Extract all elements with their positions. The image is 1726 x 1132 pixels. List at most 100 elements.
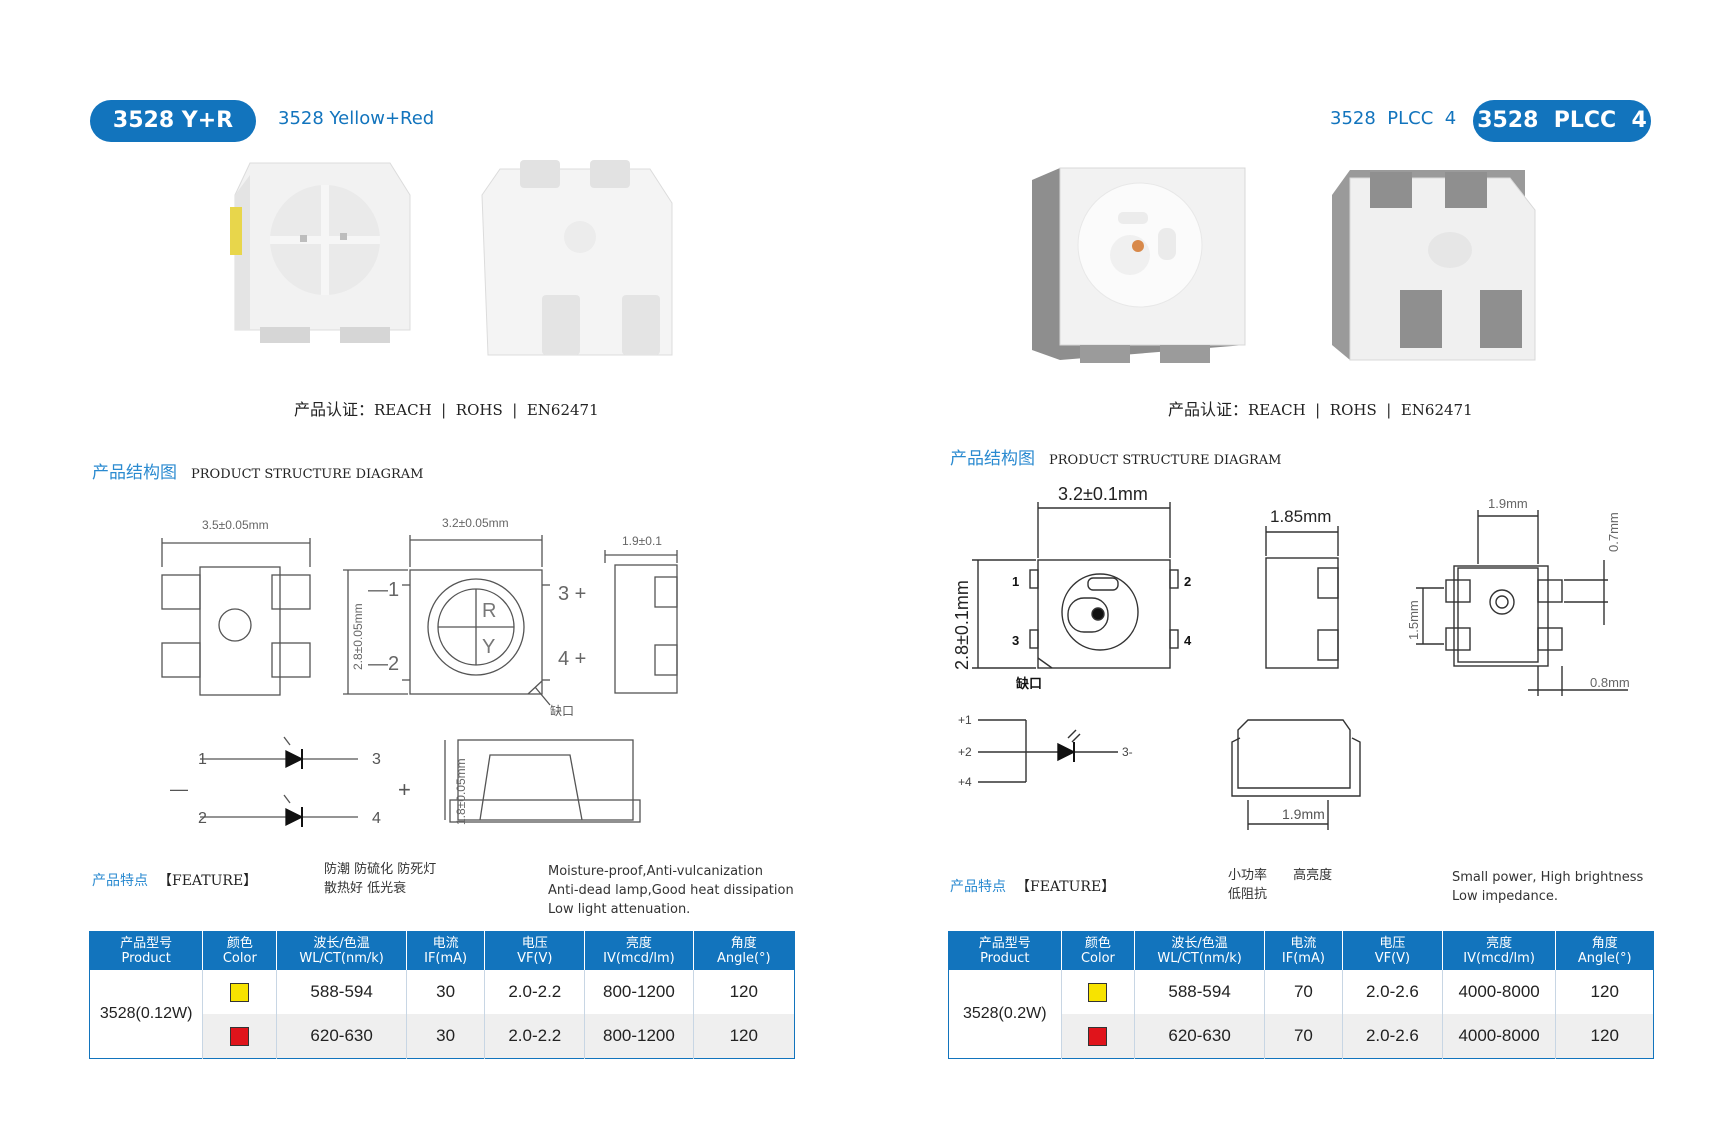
feature-en-line: Low impedance. [1452, 889, 1558, 904]
certification-right: 产品认证：REACH | ROHS | EN62471 [1168, 396, 1473, 420]
pin-label-4: 4 [1184, 633, 1192, 648]
feature-cn-item: 低阻抗 [1228, 887, 1268, 902]
dim-width: 3.2±0.1mm [1058, 484, 1148, 504]
circuit-minus: — [170, 779, 188, 799]
feature-cn-item: 小功率 [1228, 868, 1268, 883]
dim-height: 2.8±0.1mm [952, 580, 972, 670]
feature-title-cn: 产品特点 [92, 873, 148, 889]
color-swatch-yellow [1088, 983, 1108, 1002]
voltage-cell: 2.0-2.2 [484, 1014, 585, 1059]
model-cell: 3528(0.12W) [89, 970, 203, 1059]
feature-en-line: Anti-dead lamp,Good heat dissipation [548, 883, 794, 898]
table-row: 620-630 30 2.0-2.2 800-1200 120 [90, 1014, 795, 1059]
color-swatch-red [1088, 1027, 1108, 1046]
current-cell: 70 [1263, 970, 1343, 1014]
color-swatch-red [230, 1027, 250, 1046]
cert-label: 产品认证： [1168, 400, 1249, 419]
circuit-pin-1: +1 [958, 713, 972, 727]
voltage-cell: 2.0-2.6 [1342, 970, 1443, 1014]
dim-width: 3.5±0.05mm [202, 518, 269, 532]
feature-heading-right: 产品特点【FEATURE】 [950, 876, 1115, 896]
voltage-cell: 2.0-2.6 [1342, 1014, 1443, 1059]
circuit-pin-3: 3 [372, 751, 381, 768]
certification-left: 产品认证：REACH | ROHS | EN62471 [294, 396, 599, 420]
current-cell: 70 [1263, 1014, 1343, 1059]
pin-label-4: 4 + [558, 648, 586, 670]
pin-label-2: —2 [368, 653, 399, 675]
circuit-pin-2: 2 [198, 810, 207, 827]
voltage-cell: 2.0-2.2 [484, 970, 585, 1014]
pin-label-3: 3 + [558, 583, 586, 605]
led-photo-3 [1032, 167, 1246, 363]
cert-items: REACH | ROHS | EN62471 [1248, 401, 1473, 419]
angle-cell: 120 [1555, 970, 1654, 1014]
product-subtitle-right: 3528 PLCC 4 [1330, 108, 1457, 129]
dim-bottom-width: 1.9mm [1488, 496, 1528, 511]
feature-title-en: 【FEATURE】 [1016, 879, 1116, 895]
dim-height: 2.8±0.05mm [351, 603, 365, 670]
table-row: 3528(0.12W) 588-594 30 2.0-2.2 800-1200 … [89, 970, 795, 1059]
color-cell [202, 1014, 277, 1059]
pin-label-3: 3 [1012, 633, 1019, 648]
led-photos-right [1032, 167, 1536, 363]
color-cell [1060, 970, 1135, 1014]
dim-pad-height: 0.7mm [1606, 512, 1621, 552]
pin-label-1: —1 [368, 579, 399, 601]
brightness-cell: 800-1200 [584, 1014, 694, 1059]
structure-title-cn: 产品结构图 [950, 449, 1035, 469]
brightness-cell: 4000-8000 [1441, 1014, 1556, 1059]
wavelength-cell: 620-630 [276, 1014, 407, 1059]
product-badge-left: 3528 Y+R [90, 100, 256, 142]
led-photo-1 [230, 162, 411, 343]
led-photos-left [230, 160, 673, 356]
notch-label: 缺口 [1015, 676, 1042, 691]
angle-cell: 120 [692, 1014, 795, 1059]
dim-pad-width: 0.8mm [1590, 675, 1630, 690]
dim-top-width: 3.2±0.05mm [442, 516, 509, 530]
chip-y-label: Y [482, 636, 495, 658]
dim-profile: 1.9mm [1282, 806, 1325, 822]
current-cell: 30 [405, 1014, 485, 1059]
circuit-pin-4: +4 [958, 775, 972, 789]
angle-cell: 120 [1555, 1014, 1654, 1059]
dim-side: 1.85mm [1270, 507, 1331, 526]
feature-cn-line: 散热好 低光衰 [324, 881, 407, 896]
product-subtitle-left: 3528 Yellow+Red [278, 108, 435, 129]
cert-label: 产品认证： [294, 400, 375, 419]
structure-heading-right: 产品结构图 PRODUCT STRUCTURE DIAGRAM [950, 444, 1281, 469]
chip-r-label: R [482, 600, 496, 622]
feature-cn-desc-left: 防潮 防硫化 防死灯 散热好 低光衰 [324, 860, 436, 898]
structure-title-en: PRODUCT STRUCTURE DIAGRAM [191, 467, 424, 482]
structure-heading-left: 产品结构图 PRODUCT STRUCTURE DIAGRAM [92, 458, 423, 483]
structure-title-en: PRODUCT STRUCTURE DIAGRAM [1049, 453, 1282, 468]
circuit-pin-1: 1 [198, 751, 207, 768]
led-photo-4 [1332, 170, 1536, 361]
feature-en-line: Moisture-proof,Anti-vulcanization [548, 864, 763, 879]
feature-title-cn: 产品特点 [950, 879, 1006, 895]
circuit-plus: + [398, 777, 411, 802]
feature-en-desc-left: Moisture-proof,Anti-vulcanization Anti-d… [548, 862, 794, 919]
feature-en-line: Low light attenuation. [548, 902, 691, 917]
brightness-cell: 800-1200 [584, 970, 694, 1014]
feature-cn-item: 高亮度 [1293, 868, 1333, 883]
color-cell [202, 970, 277, 1014]
circuit-pin-2: +2 [958, 745, 972, 759]
structure-title-cn: 产品结构图 [92, 463, 177, 483]
feature-en-line: Small power, High brightness [1452, 870, 1644, 885]
brightness-cell: 4000-8000 [1441, 970, 1556, 1014]
feature-heading-left: 产品特点【FEATURE】 [92, 870, 257, 890]
current-cell: 30 [405, 970, 485, 1014]
model-cell: 3528(0.2W) [948, 970, 1061, 1059]
